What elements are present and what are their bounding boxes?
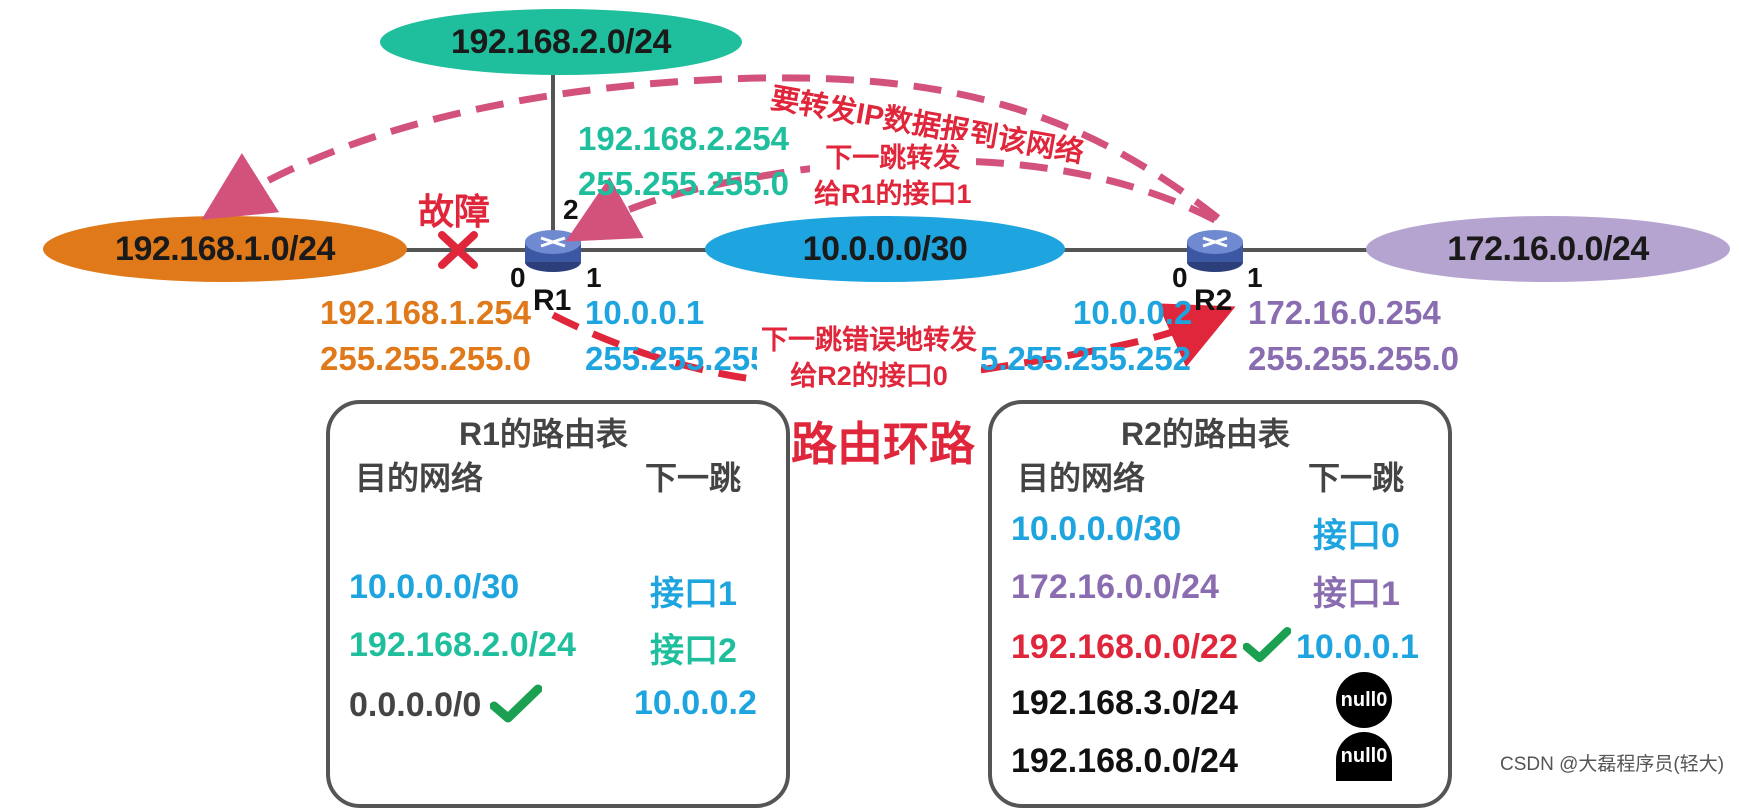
forward-goal-arrow: [201, 74, 1221, 221]
r1-if1-mask: 255.255.255: [585, 340, 769, 377]
r1-table-title: R1的路由表: [459, 416, 628, 452]
r1-col-dest: 目的网络: [355, 460, 484, 496]
network-ellipse-right: [1366, 216, 1730, 282]
r2-port-1: 1: [1247, 262, 1263, 293]
r2-port-0: 0: [1172, 262, 1188, 293]
next-hop-r1-label: 下一跳转发 给R1的接口1: [810, 140, 976, 212]
r2-col-next: 下一跳: [1308, 460, 1405, 496]
router-r2-icon: [1187, 230, 1243, 272]
r2-row-4-next: null0: [1336, 672, 1392, 728]
check-icon: [490, 684, 542, 723]
r2-row-3-next: 10.0.0.1: [1296, 628, 1419, 666]
check-icon: [1243, 627, 1291, 663]
r2-table-title: R2的路由表: [1121, 416, 1290, 452]
r2-if0-ip: 10.0.0.2: [1073, 294, 1193, 331]
next-hop-r2-line1: 下一跳错误地转发: [761, 325, 977, 355]
router-r1-icon: [525, 230, 581, 272]
next-hop-r2-line2: 给R2的接口0: [790, 361, 948, 391]
network-ellipse-top: [380, 9, 742, 75]
fault-cross-icon: [438, 231, 478, 269]
network-top-label: 192.168.2.0/24: [451, 22, 671, 61]
wrong-forward-arrow: [551, 303, 1236, 389]
r2-row-5-dest: 192.168.0.0/24: [1011, 742, 1238, 780]
next-hop-r1-arrow: [565, 157, 1217, 242]
watermark: CSDN @大磊程序员(轻大): [1500, 754, 1725, 775]
next-hop-r1-line1: 下一跳转发: [825, 143, 961, 173]
r1-row-1-next: 接口1: [650, 575, 737, 613]
next-hop-r2-label: 下一跳错误地转发 给R2的接口0: [757, 322, 981, 394]
r1-row-2-next: 接口2: [650, 632, 737, 670]
r2-if1-mask: 255.255.255.0: [1248, 340, 1460, 377]
r1-if1-ip: 10.0.0.1: [585, 294, 705, 331]
next-hop-r1-line2: 给R1的接口1: [814, 179, 972, 209]
r2-row-1-dest: 10.0.0.0/30: [1011, 510, 1182, 548]
r1-row-3-next: 10.0.0.2: [634, 684, 757, 722]
r2-row-2-next: 接口1: [1313, 575, 1400, 613]
r2-name: R2: [1194, 284, 1233, 317]
routing-loop-label: 路由环路: [791, 418, 975, 470]
r1-row-1-dest: 10.0.0.0/30: [349, 568, 520, 606]
r1-if2-ip: 192.168.2.254: [578, 120, 790, 157]
r1-port-1: 1: [586, 262, 602, 293]
r1-routing-table: [326, 400, 790, 808]
r2-row-3-dest: 192.168.0.0/22: [1011, 628, 1238, 666]
r1-if2-mask: 255.255.255.0: [578, 165, 790, 202]
network-ellipse-left: [43, 216, 407, 282]
r1-port-2: 2: [563, 194, 579, 225]
network-middle-label: 10.0.0.0/30: [802, 229, 968, 268]
r2-if1-ip: 172.16.0.254: [1248, 294, 1441, 331]
r1-col-next: 下一跳: [645, 460, 742, 496]
fault-label: 故障: [418, 191, 491, 232]
network-left-label: 192.168.1.0/24: [115, 229, 335, 268]
r2-col-dest: 目的网络: [1017, 460, 1146, 496]
r1-port-0: 0: [510, 262, 526, 293]
r2-row-2-dest: 172.16.0.0/24: [1011, 568, 1219, 606]
r1-if0-mask: 255.255.255.0: [320, 340, 532, 377]
r1-row-2-dest: 192.168.2.0/24: [349, 626, 576, 664]
r1-name: R1: [533, 284, 572, 317]
r1-if0-ip: 192.168.1.254: [320, 294, 532, 331]
r2-row-1-next: 接口0: [1313, 517, 1400, 555]
network-ellipse-middle: [705, 216, 1065, 282]
network-right-label: 172.16.0.0/24: [1447, 229, 1649, 268]
r2-row-5-next: null0: [1336, 732, 1392, 781]
r2-row-4-dest: 192.168.3.0/24: [1011, 684, 1238, 722]
r1-row-3-dest: 0.0.0.0/0: [349, 686, 482, 724]
topology-diagram: [43, 9, 1730, 389]
r2-if0-mask: 5.255.255.252: [980, 340, 1192, 377]
